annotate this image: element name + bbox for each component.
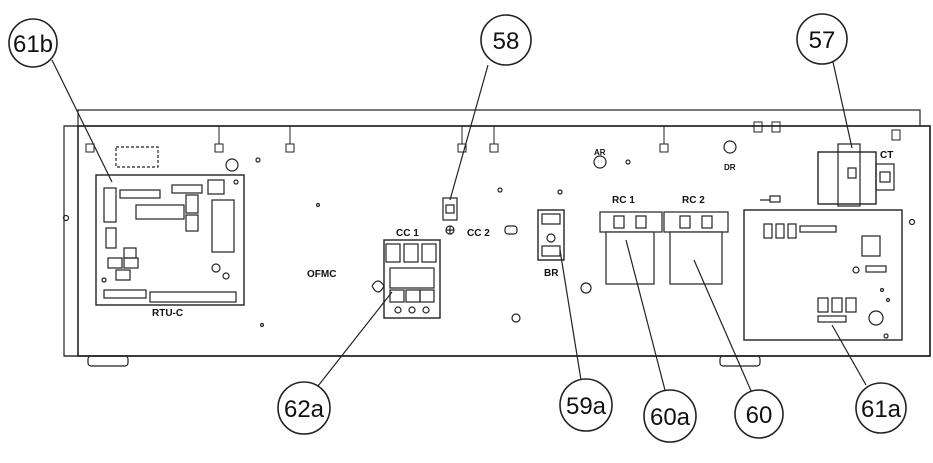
callout-61a: 61a: [855, 382, 907, 434]
callout-58: 58: [480, 14, 532, 66]
rtu-c-label: RTU-C: [152, 308, 183, 319]
top-connectors: [85, 121, 901, 153]
callout-62a-text: 62a: [284, 396, 325, 423]
ofmc-label: OFMC: [307, 269, 336, 280]
contactor-cc1: CC 1: [371, 228, 441, 319]
control-board-61a: [743, 209, 903, 341]
callout-58-text: 58: [493, 28, 520, 55]
callout-60: 60: [734, 389, 784, 439]
callout-61b-text: 61b: [13, 31, 53, 58]
callout-59a-text: 59a: [566, 393, 607, 420]
callout-62a: 62a: [277, 381, 331, 435]
ct-component: CT: [760, 143, 895, 207]
callout-57-text: 57: [809, 27, 836, 54]
relay-rc2: RC 2: [663, 195, 729, 285]
callout-61b: 61b: [8, 18, 58, 68]
rtu-c-board: RTU-C: [95, 146, 245, 319]
leader-lines: [51, 59, 867, 395]
callout-57: 57: [796, 13, 848, 65]
rc1-label: RC 1: [612, 195, 635, 206]
callout-61a-text: 61a: [861, 396, 902, 423]
component-58: [442, 197, 458, 235]
rc2-label: RC 2: [682, 195, 705, 206]
ar-label: AR: [594, 148, 606, 157]
dr-label: DR: [724, 163, 736, 172]
cc1-label: CC 1: [396, 228, 419, 239]
ct-label: CT: [880, 150, 893, 161]
br-label: BR: [544, 268, 559, 279]
contactor-cc2: CC 2: [467, 225, 518, 239]
callout-60a-text: 60a: [650, 404, 691, 431]
callout-60a: 60a: [643, 389, 697, 443]
callout-59a: 59a: [559, 378, 613, 432]
callout-60-text: 60: [746, 402, 773, 429]
cc2-label: CC 2: [467, 228, 490, 239]
ofmc-area: OFMC: [255, 157, 336, 328]
ar-dr-markers: AR DR: [497, 140, 737, 195]
relay-rc1: RC 1: [599, 195, 663, 285]
